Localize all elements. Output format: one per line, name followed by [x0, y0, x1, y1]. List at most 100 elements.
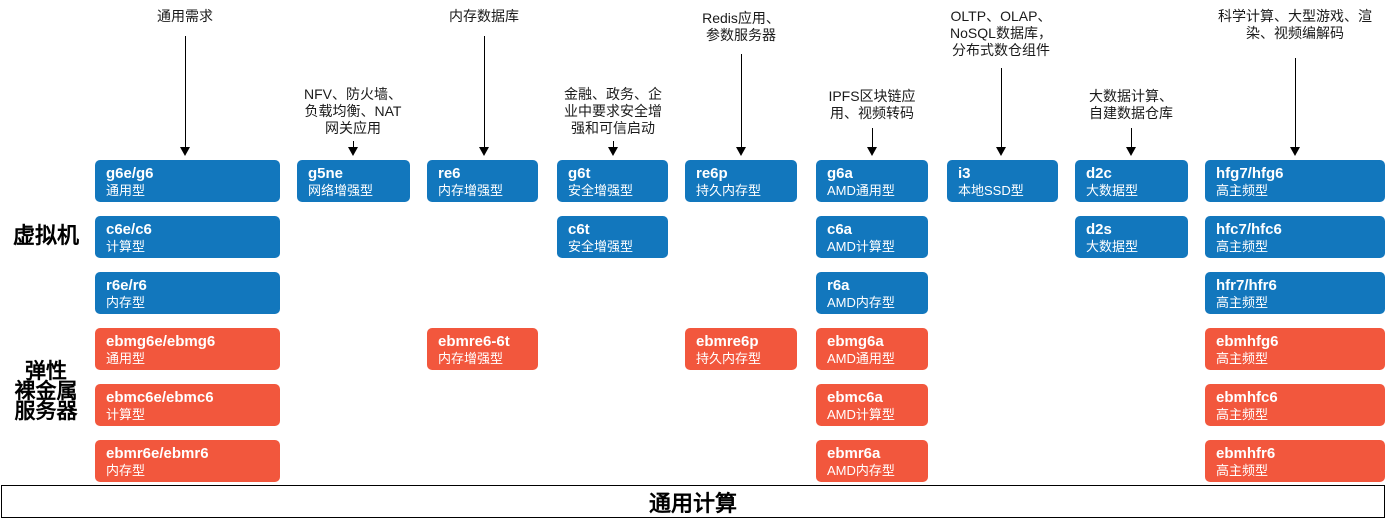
instance-code: g5ne — [308, 165, 344, 182]
row-label-virtual-machine: 虚拟机 — [12, 223, 79, 248]
arrow-head-icon — [867, 147, 877, 156]
instance-type: 网络增强型 — [308, 183, 374, 198]
arrow-down-icon — [1295, 58, 1296, 147]
instance-type: 内存型 — [106, 295, 146, 310]
instance-code: re6p — [696, 165, 728, 182]
instance-type: 本地SSD型 — [958, 183, 1024, 198]
instance-type: 安全增强型 — [568, 183, 634, 198]
arrow-head-icon — [1126, 147, 1136, 156]
instance-type: 安全增强型 — [568, 239, 634, 254]
arrow-head-icon — [736, 147, 746, 156]
instance-code: ebmhfc6 — [1216, 389, 1278, 406]
instance-type: AMD通用型 — [827, 351, 895, 366]
instance-code: r6e/r6 — [106, 277, 147, 294]
instance-type: 内存增强型 — [438, 351, 504, 366]
instance-code: ebmc6a — [827, 389, 883, 406]
instance-type: 高主频型 — [1216, 183, 1269, 198]
arrow-down-icon — [353, 141, 354, 147]
instance-type: 通用型 — [106, 351, 146, 366]
instance-type: AMD计算型 — [827, 407, 895, 422]
arrow-head-icon — [180, 147, 190, 156]
instance-type: 内存型 — [106, 463, 146, 478]
usecase-label: 科学计算、大型游戏、渲 染、视频编解码 — [1218, 8, 1372, 41]
instance-code: g6e/g6 — [106, 165, 154, 182]
instance-code: hfc7/hfc6 — [1216, 221, 1282, 238]
instance-type: AMD通用型 — [827, 183, 895, 198]
arrow-head-icon — [479, 147, 489, 156]
arrow-down-icon — [185, 36, 186, 147]
instance-type: 计算型 — [106, 407, 146, 422]
arrow-head-icon — [1290, 147, 1300, 156]
category-banner: 通用计算 — [1, 485, 1385, 518]
instance-code: d2c — [1086, 165, 1112, 182]
instance-type: AMD内存型 — [827, 463, 895, 478]
row-label-bare-metal: 弹性 裸金属 服务器 — [14, 360, 78, 423]
instance-code: ebmg6e/ebmg6 — [106, 333, 216, 350]
instance-type: 高主频型 — [1216, 463, 1269, 478]
instance-code: re6 — [438, 165, 461, 182]
instance-code: ebmhfg6 — [1216, 333, 1279, 350]
instance-code: g6a — [827, 165, 853, 182]
instance-code: i3 — [958, 165, 971, 182]
arrow-down-icon — [1001, 68, 1002, 147]
instance-code: ebmr6e/ebmr6 — [106, 445, 209, 462]
instance-type: 大数据型 — [1086, 183, 1139, 198]
category-banner-title: 通用计算 — [648, 490, 737, 516]
instance-type: 大数据型 — [1086, 239, 1139, 254]
arrow-down-icon — [872, 128, 873, 147]
usecase-label: IPFS区块链应 用、视频转码 — [828, 88, 916, 121]
instance-type: 高主频型 — [1216, 351, 1269, 366]
instance-code: r6a — [827, 277, 850, 294]
arrow-down-icon — [741, 54, 742, 147]
instance-code: c6a — [827, 221, 853, 238]
usecase-label: OLTP、OLAP、 NoSQL数据库， 分布式数仓组件 — [950, 8, 1052, 58]
usecase-label: 大数据计算、 自建数据仓库 — [1089, 88, 1173, 121]
instance-type: 高主频型 — [1216, 239, 1269, 254]
instance-type: 计算型 — [106, 239, 146, 254]
instance-code: ebmc6e/ebmc6 — [106, 389, 214, 406]
instance-code: ebmre6-6t — [438, 333, 510, 350]
instance-code: ebmre6p — [696, 333, 759, 350]
instance-code: g6t — [568, 165, 591, 182]
usecase-label: 通用需求 — [157, 8, 213, 24]
instance-type: 通用型 — [106, 183, 146, 198]
instance-type: 持久内存型 — [696, 351, 762, 366]
usecase-label: NFV、防火墙、 负载均衡、NAT 网关应用 — [304, 86, 402, 136]
arrow-head-icon — [996, 147, 1006, 156]
usecase-label: 金融、政务、企 业中要求安全增 强和可信启动 — [564, 86, 662, 136]
arrow-down-icon — [1131, 128, 1132, 147]
arrow-down-icon — [613, 141, 614, 147]
instance-type: 持久内存型 — [696, 183, 762, 198]
instance-code: hfg7/hfg6 — [1216, 165, 1284, 182]
instance-code: d2s — [1086, 221, 1112, 238]
instance-code: ebmhfr6 — [1216, 445, 1276, 462]
instance-code: c6t — [568, 221, 590, 238]
instance-type: 内存增强型 — [438, 183, 504, 198]
instance-type: 高主频型 — [1216, 295, 1269, 310]
instance-type: 高主频型 — [1216, 407, 1269, 422]
